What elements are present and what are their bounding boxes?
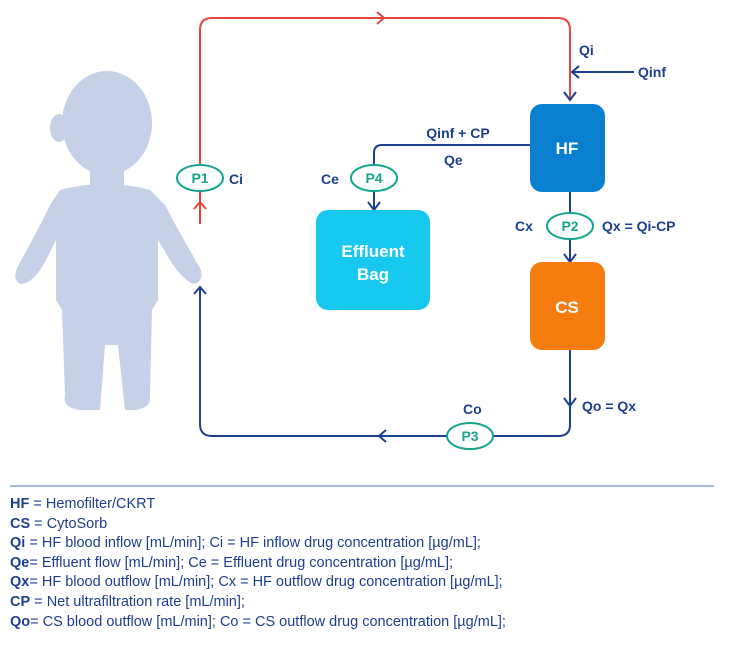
legend-sep: = xyxy=(29,554,42,571)
legend-row-cp: CP = Net ultrafiltration rate [mL/min]; xyxy=(10,593,720,613)
legend-key: Qe xyxy=(10,554,30,571)
legend-text: Hemofilter/CKRT xyxy=(45,496,156,512)
label-qinf: Qinf xyxy=(638,64,666,80)
legend-text: CytoSorb xyxy=(46,515,108,532)
legend-sep: = xyxy=(30,613,43,630)
effluent-line xyxy=(373,144,530,210)
label-qinf-cp: Qinf + CP xyxy=(426,125,489,141)
legend-row-cs: CS = CytoSorb xyxy=(10,515,720,535)
legend-text: HF blood inflow [mL/min]; Ci = HF inflow… xyxy=(41,535,481,552)
legend-key: Qx xyxy=(10,574,30,591)
legend-sep: = xyxy=(29,496,46,512)
legend-key: CS xyxy=(10,515,31,532)
port-p4: P4 xyxy=(350,164,398,192)
bag-label: Bag xyxy=(357,265,389,284)
effluent-bag-box xyxy=(316,210,430,310)
legend-row-qe: Qe= Effluent flow [mL/min]; Ce = Effluen… xyxy=(10,554,720,574)
label-qe: Qe xyxy=(444,152,463,168)
cs-label: CS xyxy=(555,298,579,317)
legend-sep: = xyxy=(30,515,47,532)
svg-text:P1: P1 xyxy=(191,170,208,186)
return-line xyxy=(199,288,571,437)
legend-text: Net ultrafiltration rate [mL/min]; xyxy=(46,593,245,610)
legend-text: HF blood outflow [mL/min]; Cx = HF outfl… xyxy=(41,574,503,591)
legend-sep: = xyxy=(29,574,42,591)
label-co: Co xyxy=(463,401,482,417)
flow-arrow-p1 xyxy=(193,200,207,210)
child-silhouette xyxy=(15,71,202,410)
legend-row-qi: Qi = HF blood inflow [mL/min]; Ci = HF i… xyxy=(10,534,720,554)
legend-text: Effluent flow [mL/min]; Ce = Effluent dr… xyxy=(41,554,454,571)
port-p1: P1 xyxy=(176,164,224,192)
hf-box xyxy=(530,104,605,192)
qinf-arrow xyxy=(570,65,580,79)
hf-label: HF xyxy=(556,139,579,158)
label-qx: Qx = Qi-CP xyxy=(602,218,676,234)
svg-text:P2: P2 xyxy=(561,218,578,234)
flow-arrow-return xyxy=(377,429,387,443)
label-ce: Ce xyxy=(321,171,339,187)
flow-arrow-top xyxy=(376,11,386,25)
legend-key: HF xyxy=(10,496,30,512)
svg-text:P3: P3 xyxy=(461,428,478,444)
port-p2: P2 xyxy=(546,212,594,240)
svg-text:P4: P4 xyxy=(365,170,382,186)
cs-box xyxy=(530,262,605,350)
legend-key: Qi xyxy=(10,535,26,552)
blood-inflow-line xyxy=(199,17,571,224)
legend-sep: = xyxy=(25,535,42,552)
legend-sep: = xyxy=(30,593,47,610)
legend-row-hf: HF = Hemofilter/CKRT xyxy=(10,495,720,515)
label-qo: Qo = Qx xyxy=(582,398,636,414)
legend-key: Qo xyxy=(10,613,31,630)
legend: HF = Hemofilter/CKRT CS = CytoSorb Qi = … xyxy=(10,495,720,632)
port-p3: P3 xyxy=(446,422,494,450)
legend-key: CP xyxy=(10,593,31,610)
label-ci: Ci xyxy=(229,171,243,187)
flow-arrow-qo xyxy=(563,397,577,408)
legend-row-qx: Qx= HF blood outflow [mL/min]; Cx = HF o… xyxy=(10,573,720,593)
legend-text: CS blood outflow [mL/min]; Co = CS outfl… xyxy=(42,613,506,630)
label-qi: Qi xyxy=(579,42,594,58)
flow-arrow-qi xyxy=(563,91,577,102)
effluent-label: Effluent xyxy=(341,242,405,261)
label-cx: Cx xyxy=(515,218,533,234)
legend-row-qo: Qo= CS blood outflow [mL/min]; Co = CS o… xyxy=(10,613,720,633)
flow-arrow-child xyxy=(193,285,207,295)
